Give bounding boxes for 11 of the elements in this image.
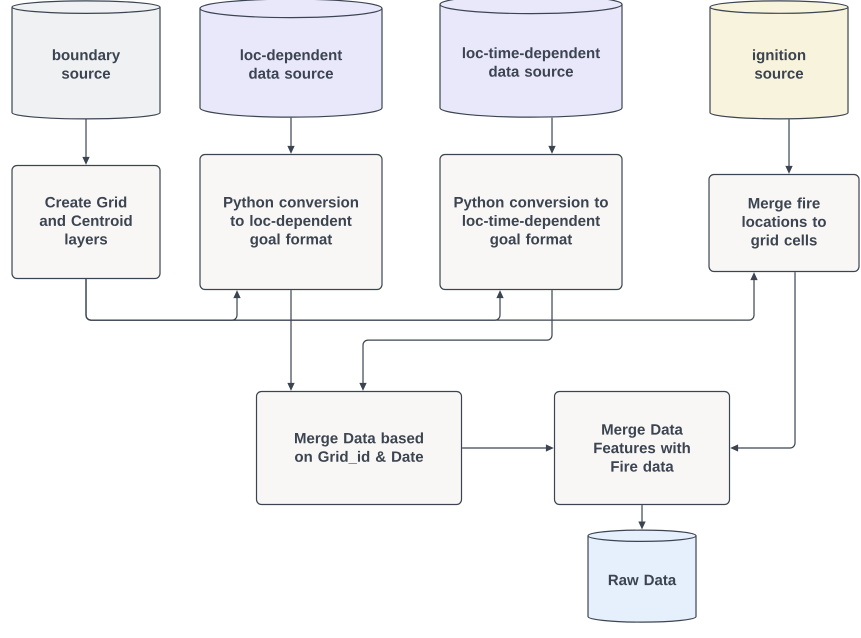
process-box: Merge Data Features with Fire data xyxy=(554,390,730,506)
process-box: Python conversion to loc-time-dependent goal format xyxy=(439,154,623,290)
process-box: Python conversion to loc-dependent goal format xyxy=(199,154,383,290)
data-source-cylinder: Raw Data xyxy=(587,530,697,623)
data-source-cylinder: ignition source xyxy=(709,0,849,120)
data-source-cylinder: loc-time-dependent data source xyxy=(439,0,623,118)
process-box: Merge fire locations to grid cells xyxy=(708,174,860,272)
data-source-cylinder: boundary source xyxy=(11,0,161,120)
process-box: Create Grid and Centroid layers xyxy=(11,164,161,280)
process-box: Merge Data based on Grid_id & Date xyxy=(256,390,462,506)
data-source-cylinder: loc-dependent data source xyxy=(199,0,383,118)
